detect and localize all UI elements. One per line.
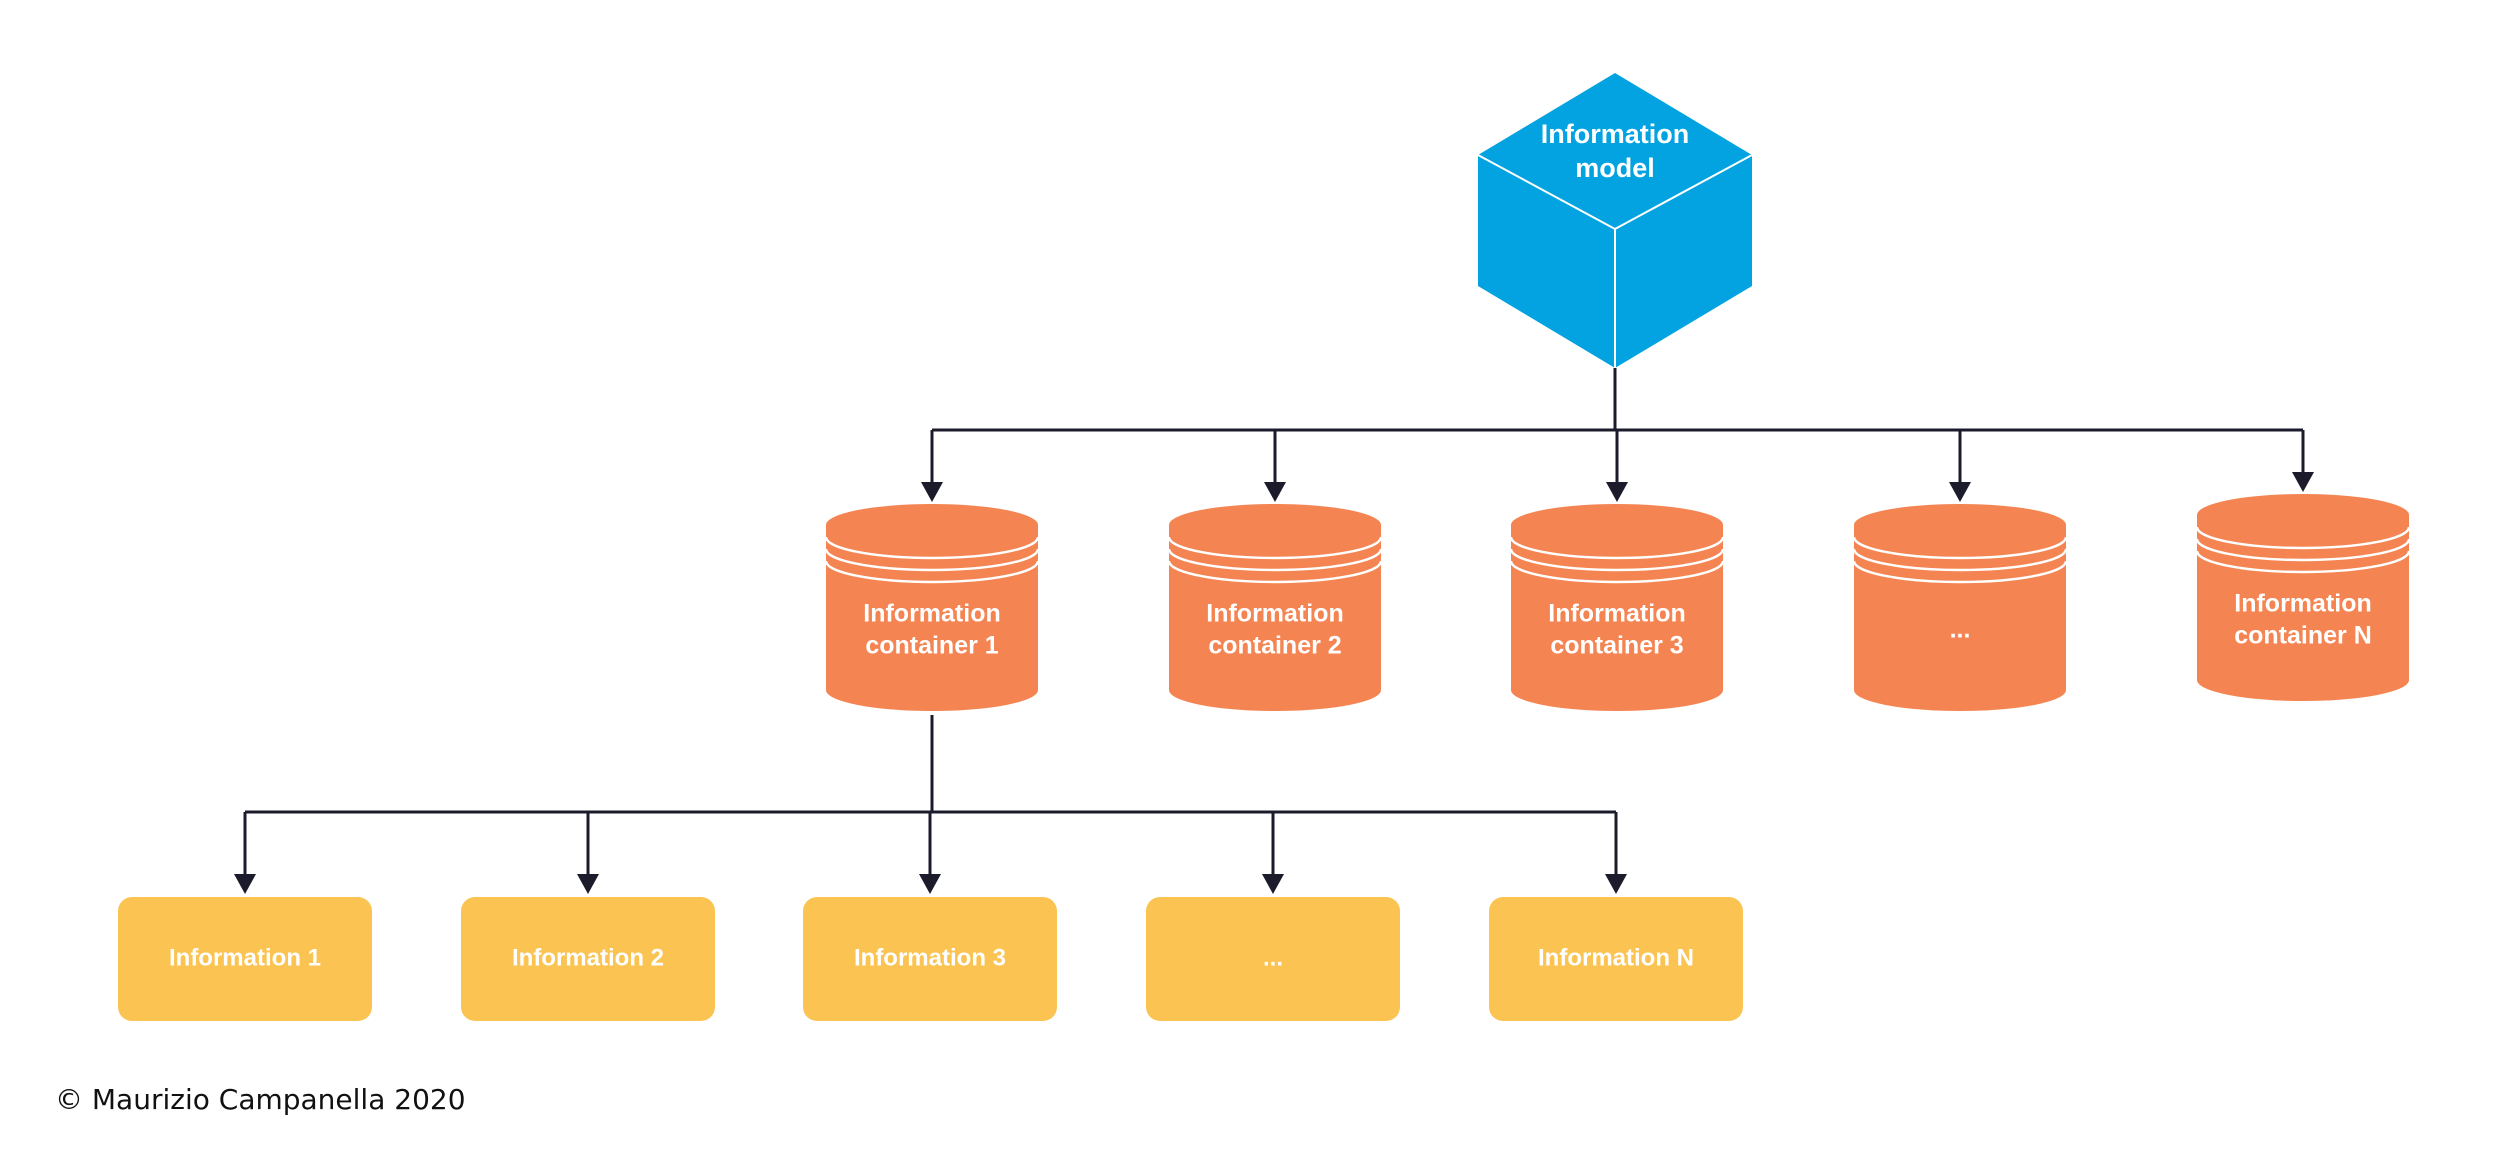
cylinder-body <box>826 525 1038 711</box>
container-node-3: Information container 3 <box>1509 504 1725 711</box>
connector-lines <box>234 368 2314 894</box>
cylinder-ring-1 <box>824 536 1040 560</box>
information-items-row: Information 1 Information 2 Information 3.… <box>118 897 1743 1021</box>
container-label: container 1 <box>865 632 998 660</box>
cylinder-ring-1 <box>1852 536 2068 560</box>
info-arrowhead-4 <box>1262 874 1284 894</box>
information-node-2: Information 2 <box>461 897 715 1021</box>
container-node-1: Information container 1 <box>824 504 1040 711</box>
information-box <box>1489 897 1743 1021</box>
information-label: Information 2 <box>512 944 664 971</box>
cylinder-ring-3 <box>824 560 1040 584</box>
information-label: Information N <box>1538 944 1694 971</box>
information-box <box>1146 897 1400 1021</box>
info-arrowhead-2 <box>577 874 599 894</box>
info-arrowhead-3 <box>919 874 941 894</box>
container-arrowhead-4 <box>1949 482 1971 502</box>
information-box <box>803 897 1057 1021</box>
info-arrowhead-5 <box>1605 874 1627 894</box>
information-node-3: Information 3 <box>803 897 1057 1021</box>
information-model-node: Information model <box>1477 73 1753 368</box>
cube-icon <box>1477 73 1753 368</box>
model-label: model <box>1575 153 1655 183</box>
information-node-1: Information 1 <box>118 897 372 1021</box>
cylinder-top <box>2197 494 2409 536</box>
database-cylinder-icon <box>824 504 1040 711</box>
information-label: ... <box>1263 944 1283 971</box>
cylinder-ring-2 <box>2195 538 2411 562</box>
cylinder-ring-3 <box>1852 560 2068 584</box>
cylinder-ring-3 <box>1167 560 1383 584</box>
information-box <box>118 897 372 1021</box>
database-cylinder-icon <box>1509 504 1725 711</box>
container-arrowhead-1 <box>921 482 943 502</box>
container-node-5: Information container N <box>2195 494 2411 701</box>
container-label: Information <box>1206 600 1344 628</box>
container-node-2: Information container 2 <box>1167 504 1383 711</box>
cylinder-top <box>1169 504 1381 546</box>
information-label: Information 1 <box>169 944 321 971</box>
model-label: Information <box>1541 119 1690 149</box>
cylinder-ring-2 <box>1852 548 2068 572</box>
information-node-5: Information N <box>1489 897 1743 1021</box>
cylinder-ring-1 <box>1167 536 1383 560</box>
info-arrowhead-1 <box>234 874 256 894</box>
container-node-4: ... <box>1852 504 2068 711</box>
cylinder-ring-2 <box>1509 548 1725 572</box>
cube-body <box>1478 73 1752 368</box>
container-arrowhead-3 <box>1606 482 1628 502</box>
cylinder-body <box>2197 515 2409 701</box>
container-label: container 2 <box>1208 632 1341 660</box>
cylinder-ring-1 <box>2195 526 2411 550</box>
container-label: Information <box>1548 600 1686 628</box>
cylinder-top <box>826 504 1038 546</box>
database-cylinder-icon <box>1852 504 2068 711</box>
cylinder-ring-1 <box>1509 536 1725 560</box>
information-node-4: ... <box>1146 897 1400 1021</box>
cylinder-ring-2 <box>1167 548 1383 572</box>
database-cylinder-icon <box>2195 494 2411 701</box>
container-label: Information <box>2234 590 2372 618</box>
cylinder-top <box>1511 504 1723 546</box>
cylinder-body <box>1854 525 2066 711</box>
copyright-notice: © Maurizio Campanella 2020 <box>55 1083 466 1116</box>
cylinder-ring-3 <box>2195 550 2411 574</box>
information-containers-row: Information container 1 Information contain… <box>824 494 2411 711</box>
cylinder-body <box>1169 525 1381 711</box>
cylinder-ring-3 <box>1509 560 1725 584</box>
information-box <box>461 897 715 1021</box>
database-cylinder-icon <box>1167 504 1383 711</box>
container-label: ... <box>1950 616 1971 644</box>
container-label: container 3 <box>1550 632 1683 660</box>
container-arrowhead-2 <box>1264 482 1286 502</box>
cylinder-ring-2 <box>824 548 1040 572</box>
cylinder-body <box>1511 525 1723 711</box>
container-arrowhead-5 <box>2292 472 2314 492</box>
cylinder-top <box>1854 504 2066 546</box>
information-label: Information 3 <box>854 944 1006 971</box>
container-label: container N <box>2234 622 2372 650</box>
container-label: Information <box>863 600 1001 628</box>
